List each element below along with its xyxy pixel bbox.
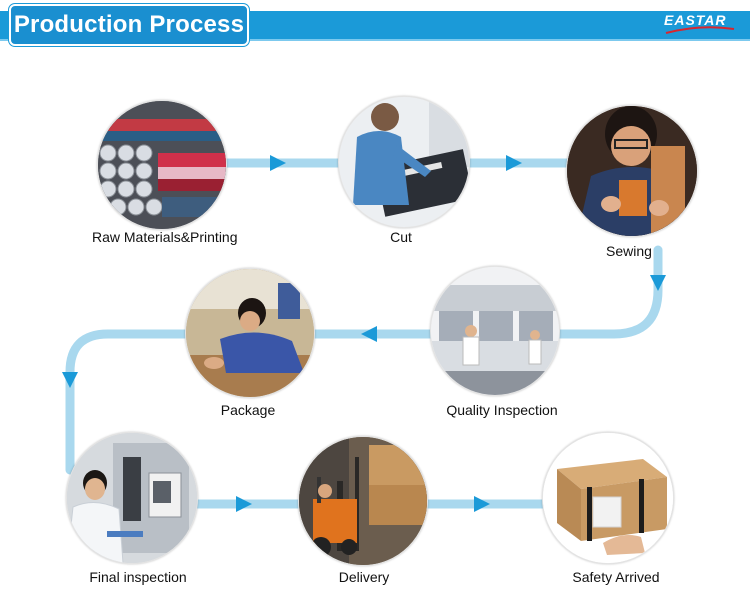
step-label: Raw Materials&Printing — [92, 229, 238, 245]
forklift-icon — [299, 437, 427, 565]
logo-swoosh-icon — [665, 26, 735, 34]
cutting-worker-icon — [339, 97, 469, 227]
arrow-right-icon — [474, 496, 490, 512]
header-stripe — [0, 39, 750, 41]
test-chamber-icon — [67, 433, 197, 563]
step-label: Cut — [390, 229, 412, 245]
connector-5-6 — [65, 329, 191, 475]
arrow-down-icon — [62, 372, 78, 388]
connector-3-4 — [543, 245, 663, 339]
step-label: Safety Arrived — [572, 569, 660, 585]
arrow-down-icon — [650, 275, 666, 291]
page-title: Production Process — [13, 11, 245, 38]
lab-inspection-icon — [431, 267, 559, 395]
test-chamber-photo — [66, 432, 198, 564]
forklift-photo — [298, 436, 428, 566]
cardboard-box-photo — [542, 432, 674, 564]
arrow-right-icon — [506, 155, 522, 171]
step-label: Sewing — [606, 243, 652, 259]
arrow-left-icon — [361, 326, 377, 342]
cutting-worker-photo — [338, 96, 470, 228]
fabric-rolls-icon — [98, 101, 226, 229]
arrow-right-icon — [270, 155, 286, 171]
cardboard-box-icon — [543, 433, 673, 563]
step-label: Delivery — [338, 569, 390, 585]
fabric-rolls-photo — [97, 100, 227, 230]
lab-inspection-photo — [430, 266, 560, 396]
brand-logo: EASTAR — [664, 12, 736, 36]
logo-text: EASTAR — [664, 12, 727, 28]
sewing-worker-photo — [566, 105, 698, 237]
title-banner: Production Process — [9, 4, 249, 46]
packing-worker-photo — [185, 268, 315, 398]
arrow-right-icon — [236, 496, 252, 512]
step-label: Final inspection — [89, 569, 187, 585]
step-label: Quality Inspection — [446, 402, 558, 418]
packing-worker-icon — [186, 269, 314, 397]
sewing-worker-icon — [567, 106, 697, 236]
step-label: Package — [220, 402, 276, 418]
